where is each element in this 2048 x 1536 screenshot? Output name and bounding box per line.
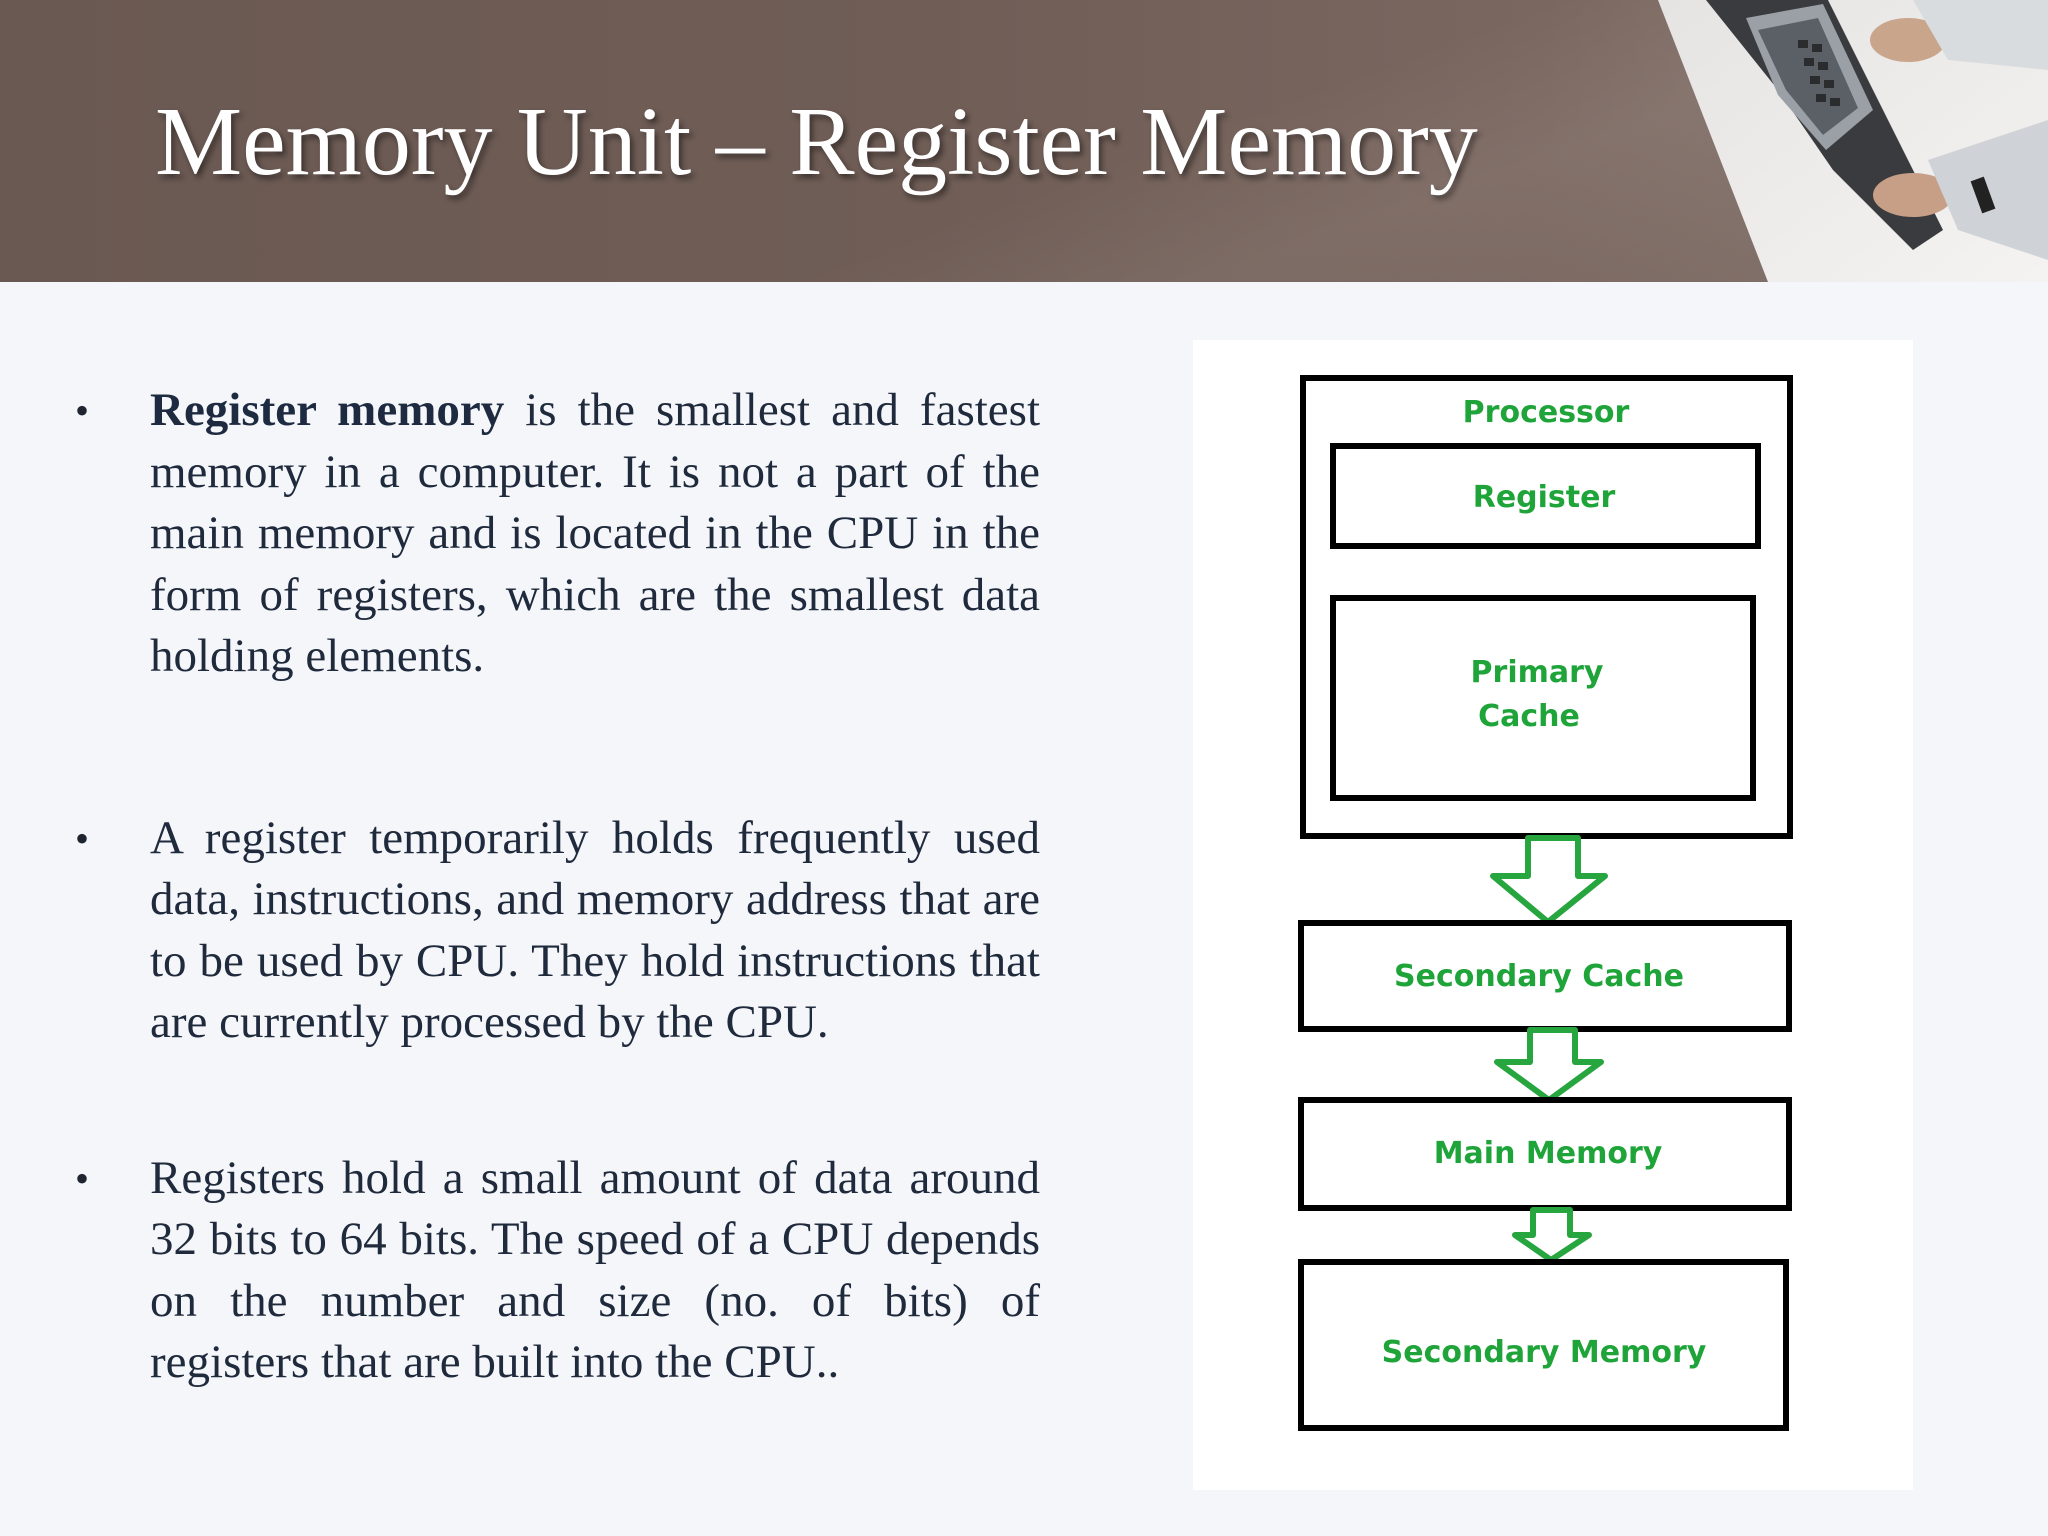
bullet-item: • A register temporarily holds frequentl… (70, 808, 1040, 1054)
bullet-body: A register temporarily holds frequently … (150, 811, 1040, 1049)
arrow-down-icon (1490, 835, 1608, 925)
main-memory-label: Main Memory (1434, 1136, 1663, 1171)
bullet-bold-term: Register memory (150, 384, 505, 436)
bullet-list: • Register memory is the smallest and fa… (70, 380, 1040, 1456)
register-box (1330, 443, 1761, 549)
bullet-dot: • (74, 388, 89, 433)
primary-cache-label-line2: Cache (1478, 699, 1580, 734)
primary-cache-label-line1: Primary (1471, 655, 1604, 690)
bullet-text: Register memory is the smallest and fast… (150, 380, 1040, 688)
bullet-text: A register temporarily holds frequently … (150, 808, 1040, 1054)
bullet-dot: • (74, 1155, 89, 1201)
processor-label: Processor (1463, 395, 1630, 430)
slide-title: Memory Unit – Register Memory (155, 88, 1478, 196)
secondary-memory-label: Secondary Memory (1382, 1335, 1707, 1370)
arrow-down-icon (1512, 1207, 1592, 1263)
memory-hierarchy-diagram: Processor Register Primary Cache Seconda… (1193, 340, 1913, 1490)
bullet-text: Registers hold a small amount of data ar… (150, 1148, 1040, 1394)
bullet-body: is the smallest and fastest memory in a … (150, 384, 1041, 682)
primary-cache-box (1330, 595, 1756, 801)
title-banner: Memory Unit – Register Memory (0, 0, 2048, 282)
secondary-memory-box (1298, 1259, 1789, 1431)
laptop-photo (1658, 0, 2048, 282)
secondary-cache-label: Secondary Cache (1394, 959, 1684, 994)
bullet-dot: • (74, 815, 89, 861)
arrow-down-icon (1494, 1027, 1604, 1103)
bullet-item: • Register memory is the smallest and fa… (70, 380, 1040, 688)
register-label: Register (1473, 480, 1616, 515)
bullet-body: Registers hold a small amount of data ar… (150, 1151, 1040, 1389)
bullet-item: • Registers hold a small amount of data … (70, 1148, 1040, 1394)
